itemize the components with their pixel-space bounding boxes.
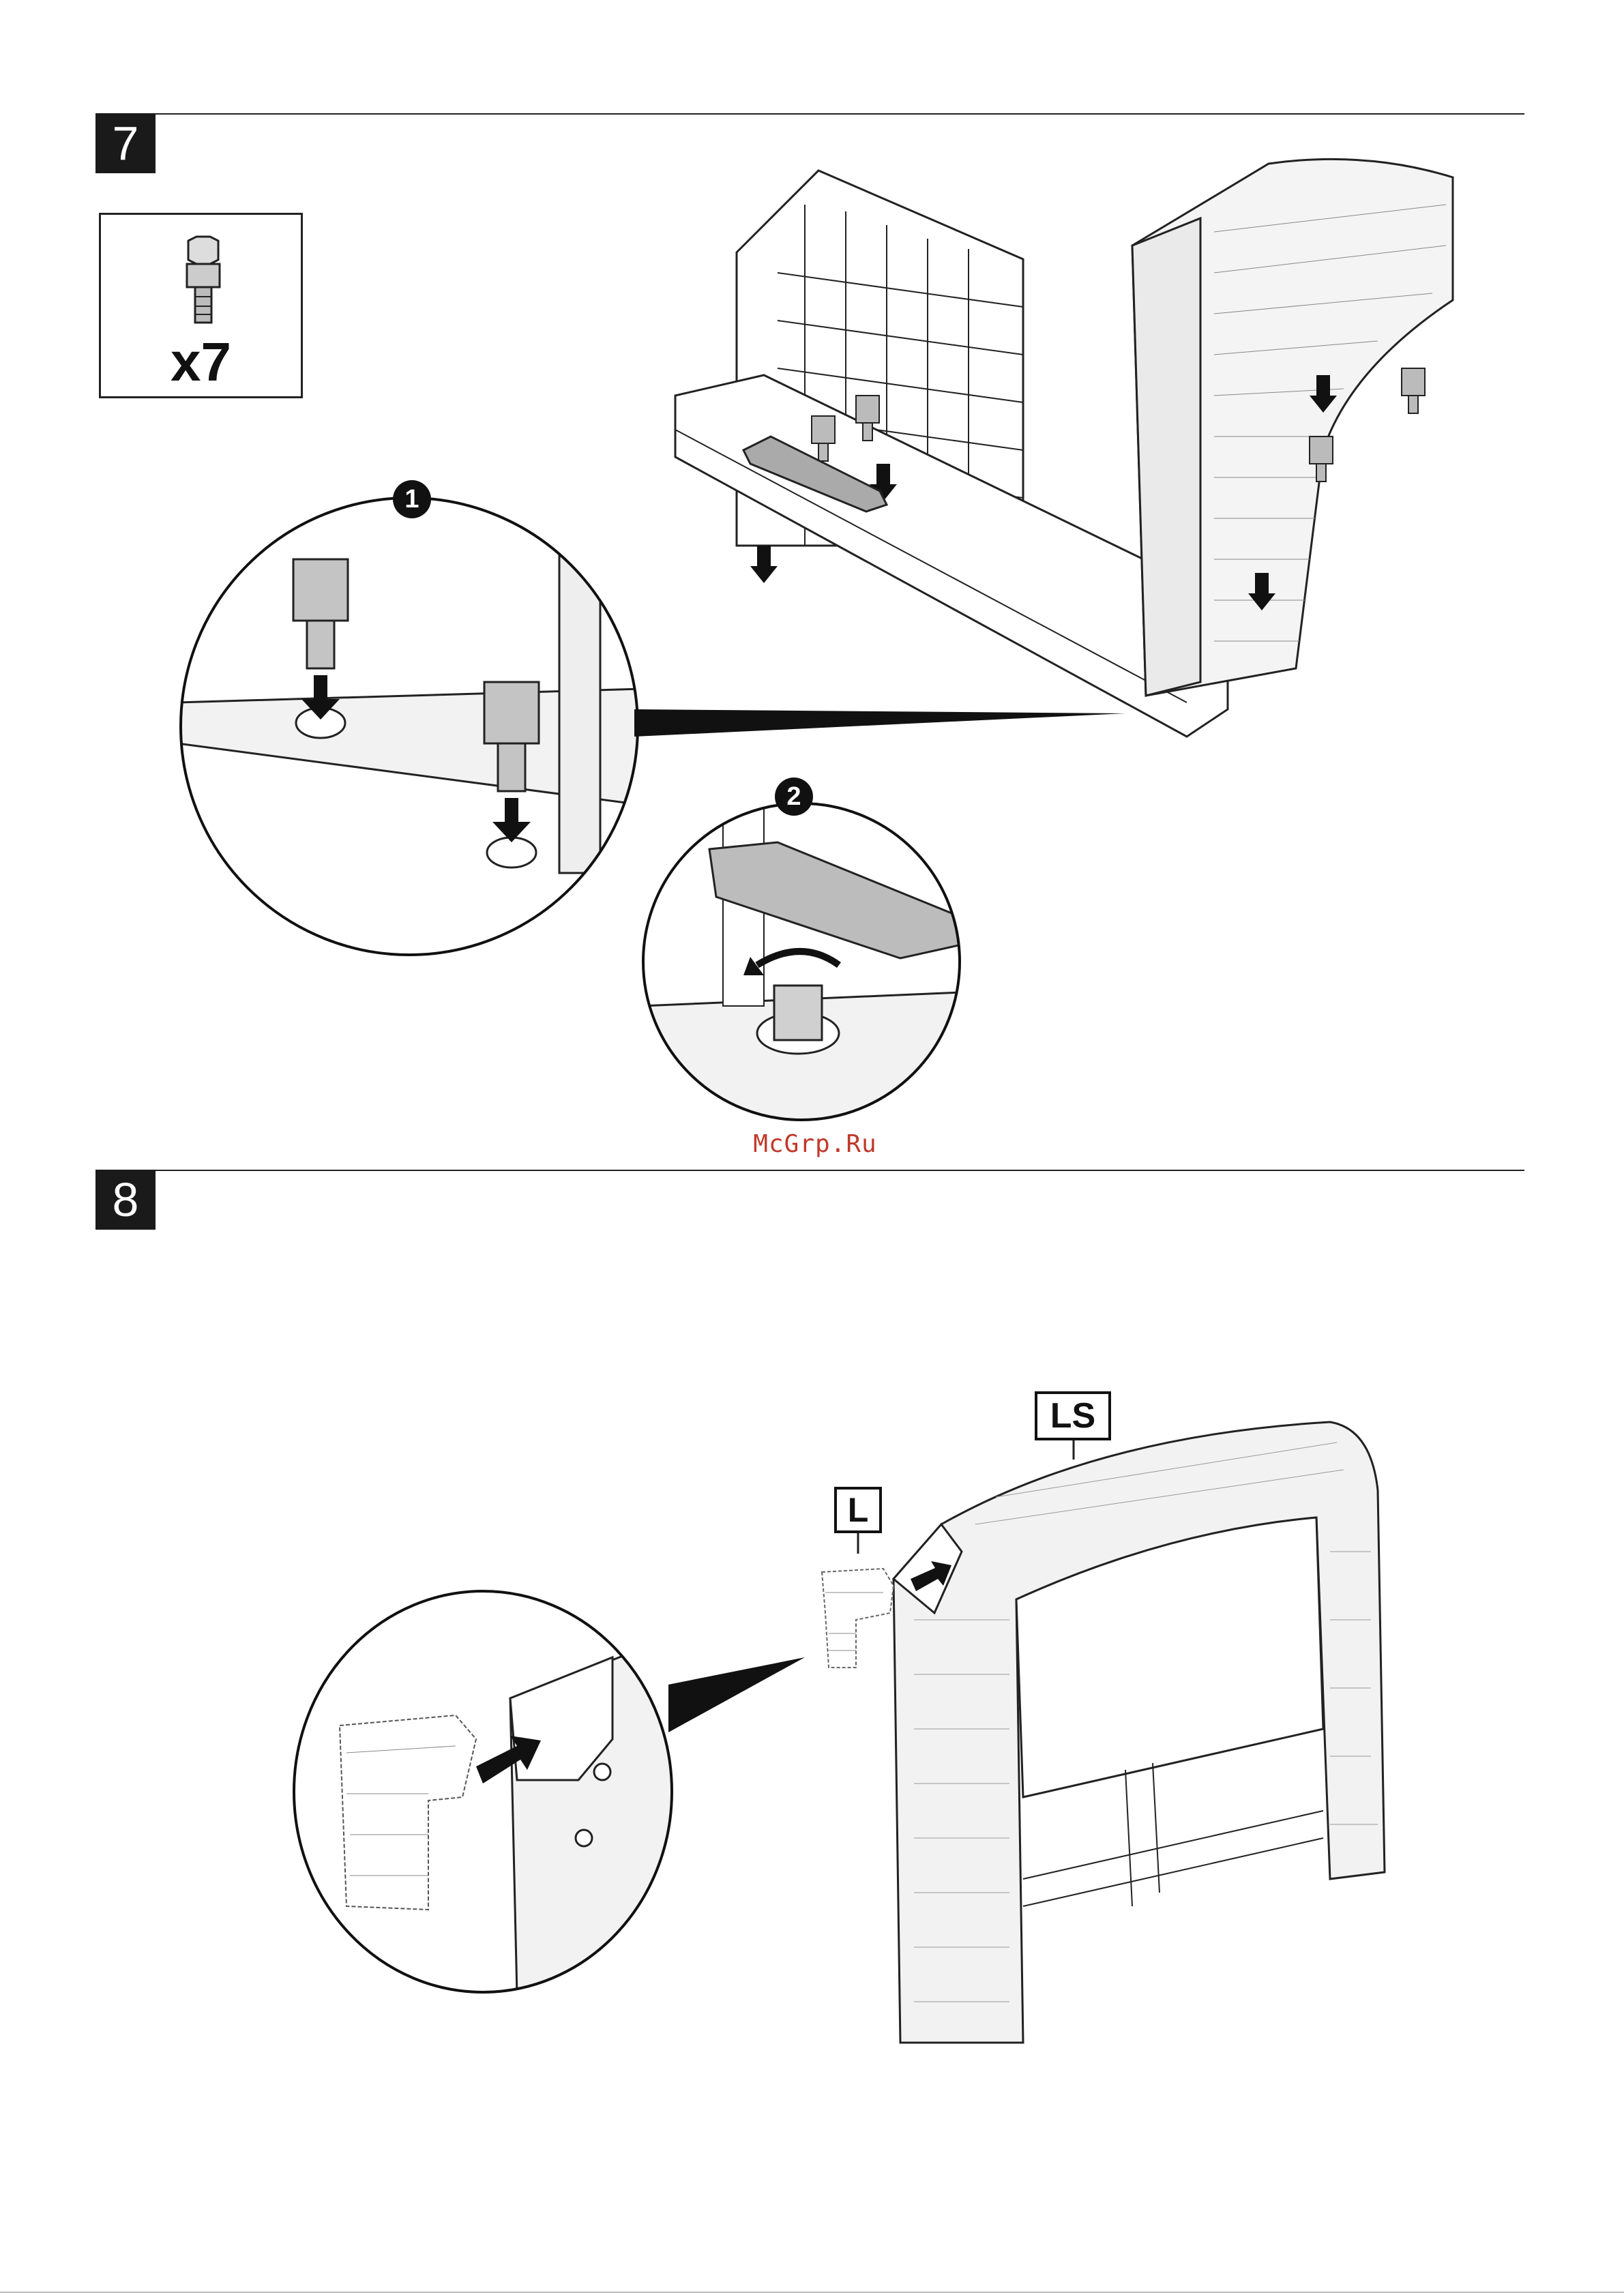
parts-box: x7 [99,213,303,398]
label-l: L [834,1487,882,1533]
step-8-frame-illustration [894,1415,1385,2049]
step-8-detail-pointer [668,1657,805,1739]
part-l-illustration [815,1565,897,1674]
watermark: McGrp.Ru [743,1130,887,1158]
step-7-rule [95,113,1524,115]
step-7-assembly-illustration [668,164,1473,866]
screw-icon [169,234,237,329]
step-8-detail-circle [292,1589,674,1995]
step-8-number: 8 [95,1170,156,1230]
detail-2-badge: 2 [775,778,813,816]
detail-2-circle [641,801,962,1122]
step-8-rule [95,1170,1524,1171]
detail-1-circle [177,491,641,962]
detail-1-pointer [634,702,1125,743]
label-l-leader [857,1533,859,1554]
arrow-right-icon [911,1558,951,1593]
parts-count: x7 [101,331,301,394]
detail-1-badge: 1 [393,480,431,518]
step-7-number: 7 [95,113,156,173]
page-bottom-rule [0,2292,1624,2293]
